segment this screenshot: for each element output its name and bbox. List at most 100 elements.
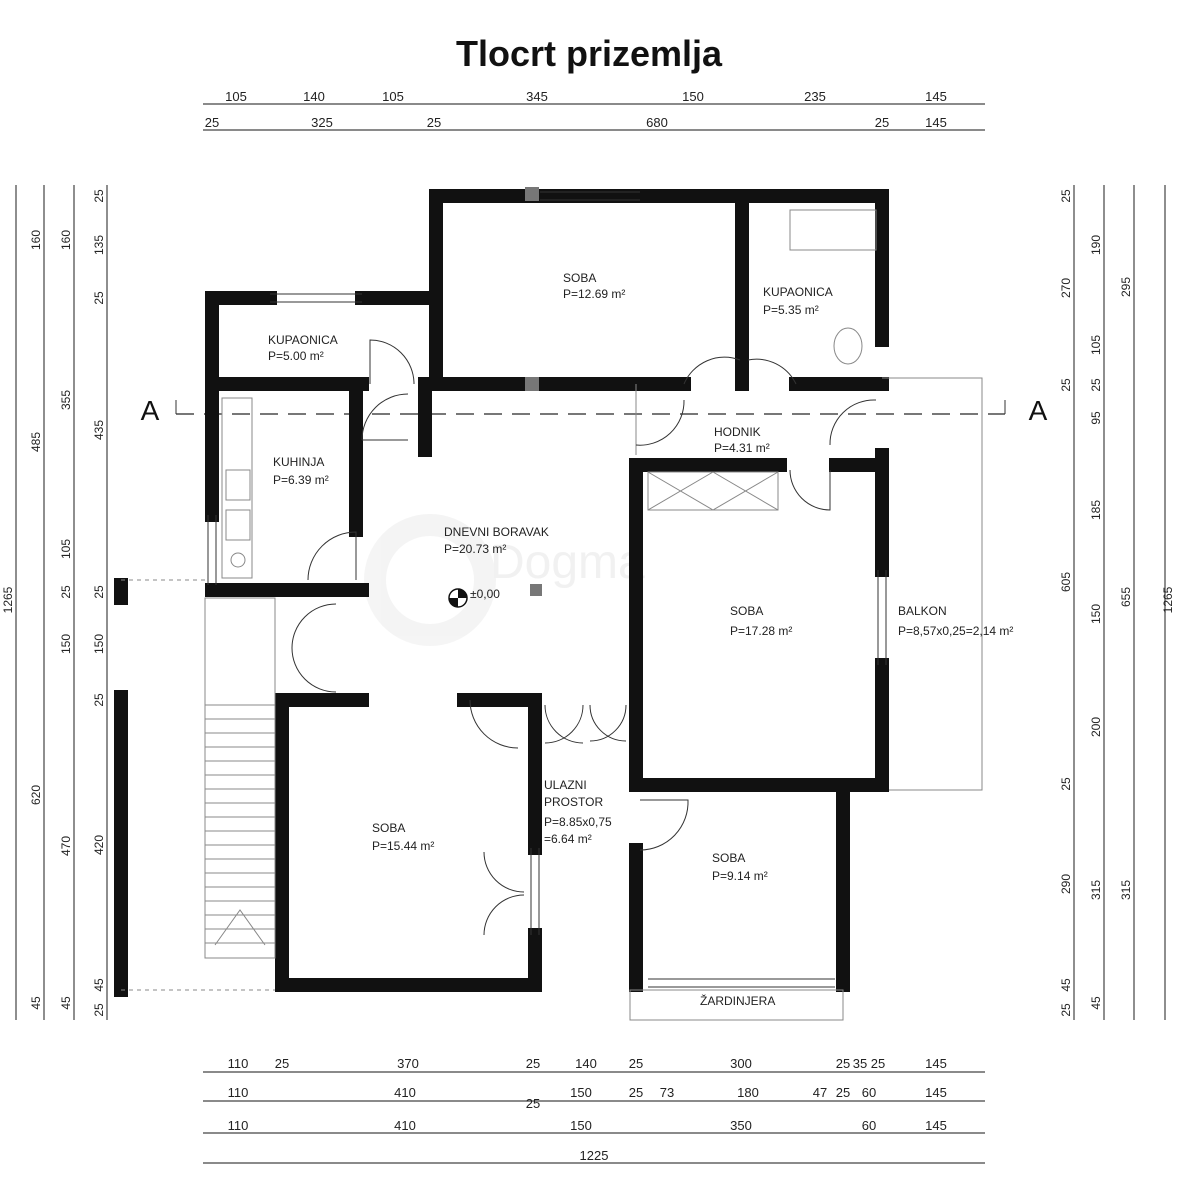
dim-top2-0: 25 bbox=[205, 115, 219, 130]
dim-left4-2: 25 bbox=[92, 291, 106, 305]
section-line-a: A A bbox=[141, 395, 1048, 426]
room-soba-top-name: SOBA bbox=[563, 271, 596, 285]
dim-left3-5: 470 bbox=[59, 836, 73, 856]
plan-title: Tlocrt prizemlja bbox=[456, 33, 723, 74]
dim-right2-1: 105 bbox=[1089, 335, 1103, 355]
dim-bottom3-1: 410 bbox=[394, 1118, 416, 1133]
dim-left4-3: 435 bbox=[92, 420, 106, 440]
dim-bottom2-5: 180 bbox=[737, 1085, 759, 1100]
dim-left4-6: 25 bbox=[92, 693, 106, 707]
dim-bottom2-3: 25 bbox=[629, 1085, 643, 1100]
room-kupaonica1-area: P=5.00 m² bbox=[268, 349, 324, 363]
balcony-outline bbox=[629, 377, 983, 1021]
room-soba-left-area: P=15.44 m² bbox=[372, 839, 434, 853]
room-zardinjera-name: ŽARDINJERA bbox=[700, 993, 775, 1008]
level-mark-label: ±0,00 bbox=[470, 587, 500, 601]
room-kupaonica1-name: KUPAONICA bbox=[268, 333, 338, 347]
dim-bottom3-5: 60 bbox=[862, 1118, 876, 1133]
dim-right1-8: 290 bbox=[1059, 874, 1073, 894]
room-kupaonica2-area: P=5.35 m² bbox=[763, 303, 819, 317]
dim-bottom1-5: 25 bbox=[629, 1056, 643, 1071]
dim-bottom3-2: 25 bbox=[526, 1096, 540, 1111]
top-dimensions: 105 140 105 345 150 235 145 25 325 25 68… bbox=[203, 89, 985, 131]
dim-left2-0: 160 bbox=[29, 230, 43, 250]
dim-right2-5: 45 bbox=[1089, 996, 1103, 1010]
dim-left4-0: 25 bbox=[92, 189, 106, 203]
dim-top2-5: 145 bbox=[925, 115, 947, 130]
dim-bottom2-0: 110 bbox=[228, 1085, 249, 1100]
section-marker-left: A bbox=[141, 395, 160, 426]
dim-bottom1-4: 140 bbox=[575, 1056, 597, 1071]
room-ulazni-name1: ULAZNI bbox=[544, 778, 587, 792]
dim-bottom1-8: 35 bbox=[853, 1056, 867, 1071]
dim-left2-3: 45 bbox=[29, 996, 43, 1010]
room-boravak-name: DNEVNI BORAVAK bbox=[444, 525, 549, 539]
room-kupaonica2-name: KUPAONICA bbox=[763, 285, 833, 299]
terrace-outline bbox=[121, 579, 275, 991]
dim-left3-2: 105 bbox=[59, 539, 73, 559]
dim-left4-7: 420 bbox=[92, 835, 106, 855]
dim-bottom1-0: 110 bbox=[228, 1056, 249, 1071]
dim-left3-0: 160 bbox=[59, 230, 73, 250]
room-hodnik-area: P=4.31 m² bbox=[714, 441, 770, 455]
dim-right1-7: 25 bbox=[1059, 777, 1073, 791]
dim-bottom1-2: 370 bbox=[397, 1056, 419, 1071]
dim-right1-3: 95 bbox=[1089, 411, 1103, 425]
dim-bottom2-4: 73 bbox=[660, 1085, 674, 1100]
dim-left2-1: 485 bbox=[29, 432, 43, 452]
dim-right3-0: 295 bbox=[1119, 277, 1133, 297]
room-ulazni-area1: P=8.85x0,75 bbox=[544, 815, 612, 829]
dim-bottom3-4: 350 bbox=[730, 1118, 752, 1133]
dim-bottom2-6: 47 bbox=[813, 1085, 827, 1100]
dim-top1-0: 105 bbox=[225, 89, 247, 104]
dim-bottom1-1: 25 bbox=[275, 1056, 289, 1071]
dim-right1-9: 45 bbox=[1059, 978, 1073, 992]
door-swings bbox=[291, 339, 877, 936]
dim-left4-8: 45 bbox=[92, 978, 106, 992]
dim-left1-0: 1265 bbox=[1, 586, 15, 613]
dim-bottom3-6: 145 bbox=[925, 1118, 947, 1133]
dim-top2-3: 680 bbox=[646, 115, 668, 130]
room-labels: KUPAONICA P=5.00 m² SOBA P=12.69 m² KUPA… bbox=[268, 271, 1013, 1008]
dim-bottom1-9: 25 bbox=[871, 1056, 885, 1071]
dim-top1-1: 140 bbox=[303, 89, 325, 104]
dim-top1-5: 235 bbox=[804, 89, 826, 104]
dim-bottom1-3: 25 bbox=[526, 1056, 540, 1071]
room-soba-right-area: P=17.28 m² bbox=[730, 624, 792, 638]
dim-right1-1: 190 bbox=[1089, 235, 1103, 255]
dim-bottom1-6: 300 bbox=[730, 1056, 752, 1071]
dim-bottom2-8: 60 bbox=[862, 1085, 876, 1100]
dim-top1-6: 145 bbox=[925, 89, 947, 104]
room-kuhinja-name: KUHINJA bbox=[273, 455, 324, 469]
dim-top1-4: 150 bbox=[682, 89, 704, 104]
room-soba-right-name: SOBA bbox=[730, 604, 763, 618]
room-soba-left-name: SOBA bbox=[372, 821, 405, 835]
dim-right3-2: 315 bbox=[1119, 880, 1133, 900]
room-kuhinja-area: P=6.39 m² bbox=[273, 473, 329, 487]
walls bbox=[114, 189, 889, 997]
stairs bbox=[204, 597, 276, 959]
windows bbox=[207, 191, 887, 988]
dim-right1-2: 25 bbox=[1089, 378, 1103, 392]
bottom-dimensions: 110 25 370 25 140 25 300 25 35 25 145 11… bbox=[203, 1056, 985, 1164]
room-ulazni-area2: =6.64 m² bbox=[544, 832, 592, 846]
dim-right2-0: 270 bbox=[1059, 278, 1073, 298]
dim-bottom2-2: 150 bbox=[570, 1085, 592, 1100]
right-dimensions: 25 190 25 95 185 150 200 25 290 45 25 27… bbox=[1059, 185, 1175, 1020]
dim-top2-1: 325 bbox=[311, 115, 333, 130]
dim-bottom2-7: 25 bbox=[836, 1085, 850, 1100]
dim-top1-3: 345 bbox=[526, 89, 548, 104]
dim-left3-4: 150 bbox=[59, 634, 73, 654]
dim-left3-6: 45 bbox=[59, 996, 73, 1010]
dim-left4-1: 135 bbox=[92, 235, 106, 255]
dim-right1-0: 25 bbox=[1059, 189, 1073, 203]
room-hodnik-name: HODNIK bbox=[714, 425, 761, 439]
dim-left3-1: 355 bbox=[59, 390, 73, 410]
section-marker-right: A bbox=[1029, 395, 1048, 426]
dim-bottom1-7: 25 bbox=[836, 1056, 850, 1071]
left-dimensions: 1265 160 485 620 45 160 355 105 25 150 4… bbox=[1, 185, 108, 1020]
room-ulazni-name2: PROSTOR bbox=[544, 795, 603, 809]
dim-top2-2: 25 bbox=[427, 115, 441, 130]
room-soba-small-name: SOBA bbox=[712, 851, 745, 865]
